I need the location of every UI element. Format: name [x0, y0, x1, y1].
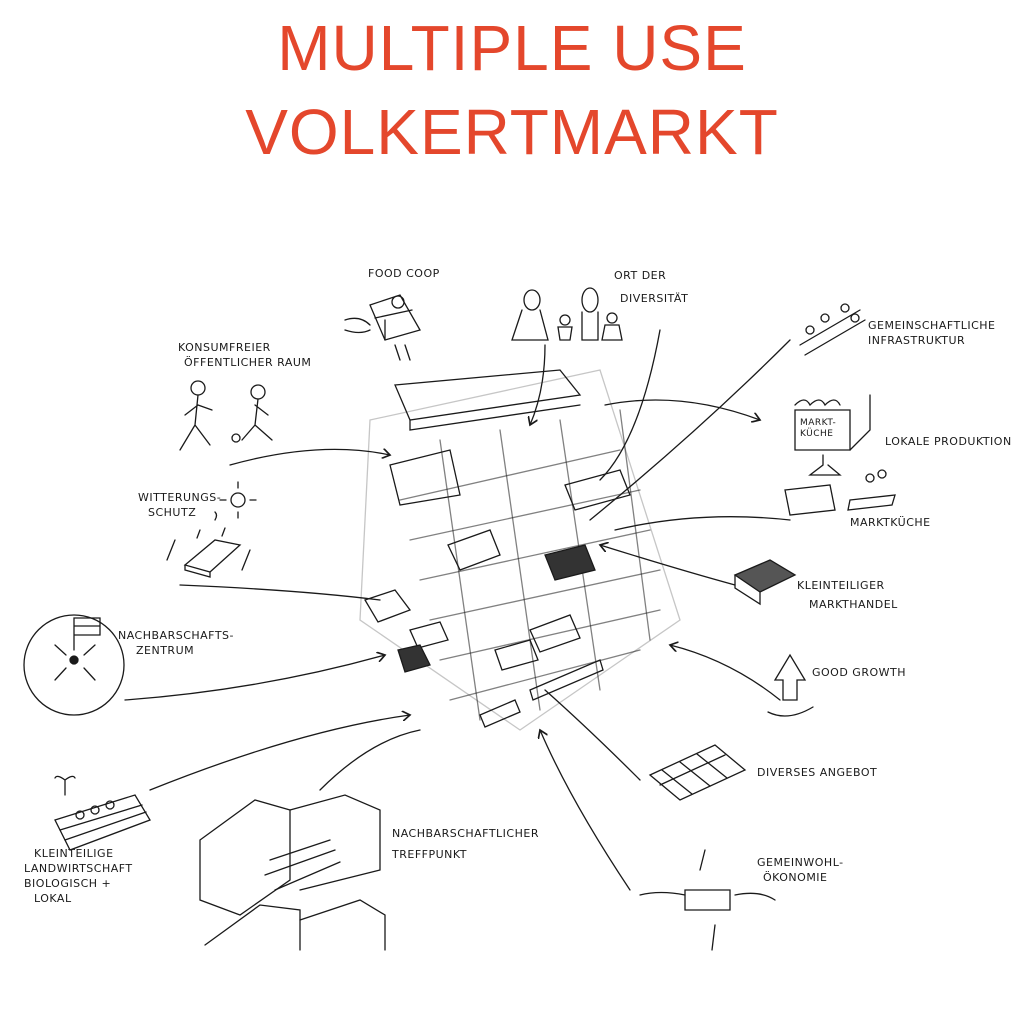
label-diverses-angebot: Diverses Angebot — [757, 766, 878, 779]
label-line: Gemeinschaftliche — [868, 319, 996, 332]
label-kleinteilige-landwirtschaft: Kleinteilige Landwirtschaft biologisch +… — [24, 846, 133, 906]
label-line: Nachbarschafts- — [118, 629, 234, 642]
label-marktkueche: Marktküche — [850, 516, 931, 529]
label-gemeinwohl-oekonomie: Gemeinwohl- ökonomie — [757, 855, 844, 885]
label-kleinteiliger-markthandel: Kleinteiliger Markthandel — [797, 578, 898, 612]
label-nachbarschaftszentrum: Nachbarschafts- zentrum — [118, 628, 234, 658]
label-line: Landwirtschaft — [24, 862, 133, 875]
connection-arrows — [124, 329, 791, 891]
label-line: Treffpunkt — [392, 848, 467, 861]
community-table-icon — [799, 303, 866, 356]
label-line: Diversität — [620, 292, 689, 305]
label-markt-kueche-sign: Markt- Küche — [800, 418, 836, 440]
label-food-coop: Food Coop — [368, 267, 440, 280]
diverse-offer-grid-icon — [648, 744, 747, 801]
label-nachbarschaftlicher-treffpunkt: Nachbarschaftlicher Treffpunkt — [392, 826, 539, 862]
label-line: Konsumfreier — [178, 341, 271, 354]
meeting-place-buildings-icon — [199, 794, 386, 951]
stalls-icon — [733, 559, 797, 606]
market-kitchen-icon — [784, 394, 896, 516]
people-running-icon — [179, 380, 273, 451]
label-line: biologisch + — [24, 877, 112, 890]
market-plan-sketch — [359, 369, 681, 731]
food-coop-crate-icon — [344, 294, 421, 361]
label-line: Markt- — [800, 418, 837, 428]
label-line: Küche — [800, 429, 834, 439]
label-line: Nachbarschaftlicher — [392, 827, 539, 840]
label-line: schutz — [148, 506, 197, 519]
people-family-icon — [511, 287, 623, 341]
label-line: Witterungs- — [138, 491, 222, 504]
label-witterungsschutz: Witterungs- schutz — [138, 490, 221, 520]
title-line-2: VOLKERTMARKT — [245, 96, 779, 168]
title-line-1: MULTIPLE USE — [277, 12, 747, 84]
label-line: Markthandel — [809, 598, 898, 611]
label-line: Kleinteiliger — [797, 579, 885, 592]
label-ort-der-diversitaet: Ort der Diversität — [614, 268, 688, 306]
farm-field-icon — [54, 775, 151, 851]
label-line: ökonomie — [763, 871, 828, 884]
label-line: lokal — [34, 892, 72, 905]
label-line: Kleinteilige — [34, 847, 114, 860]
hands-money-icon — [639, 849, 776, 951]
label-line: öffentlicher Raum — [184, 356, 312, 369]
label-line: Ort der — [614, 269, 667, 282]
sun-rain-shelter-icon — [166, 481, 257, 578]
label-line: Gemeinwohl- — [757, 856, 844, 869]
label-konsumfreier-raum: Konsumfreier öffentlicher Raum — [178, 340, 311, 370]
label-good-growth: Good Growth — [812, 666, 906, 679]
label-lokale-produktion: Lokale Produktion — [885, 435, 1012, 448]
neighbourhood-centre-icon — [23, 614, 125, 716]
good-growth-arrow-icon — [767, 653, 814, 717]
label-gemeinschaftliche-infrastruktur: Gemeinschaftliche Infrastruktur — [868, 318, 995, 348]
label-line: Infrastruktur — [868, 334, 966, 347]
label-line: zentrum — [136, 644, 195, 657]
